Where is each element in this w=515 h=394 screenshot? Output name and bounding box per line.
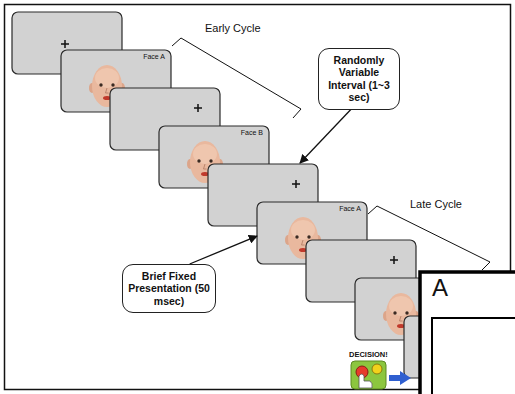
face-label: Face A [143,53,165,60]
face-frame: Face B [159,126,269,188]
decision-label: DECISION! [349,350,388,359]
cycle-label: Late Cycle [410,198,462,210]
inset-panel [420,272,515,394]
face-frame: Face A [257,202,367,264]
face-label: Face A [339,205,361,212]
fixation-cross [61,40,69,48]
fixation-cross [194,104,202,112]
cycle-bracket [368,206,490,270]
cycle-bracket [172,38,301,118]
connector-arrow [190,236,257,264]
decision-arrow [389,371,411,385]
cycle-label: Early Cycle [205,22,261,34]
face-frame: Face A [61,50,171,112]
panel-letter: A [432,274,448,302]
response-button-icon [351,361,386,389]
leader-arrow [300,110,351,164]
fixation-cross [390,256,398,264]
callout-text: Brief Fixed Presentation (50 msec) [126,270,212,307]
callout-box: Brief Fixed Presentation (50 msec) [122,264,216,313]
fixation-cross [292,180,300,188]
callout-box: Randomly Variable Interval (1~3 sec) [318,48,400,110]
callout-text: Randomly Variable Interval (1~3 sec) [322,54,396,104]
face-label: Face B [241,129,263,136]
